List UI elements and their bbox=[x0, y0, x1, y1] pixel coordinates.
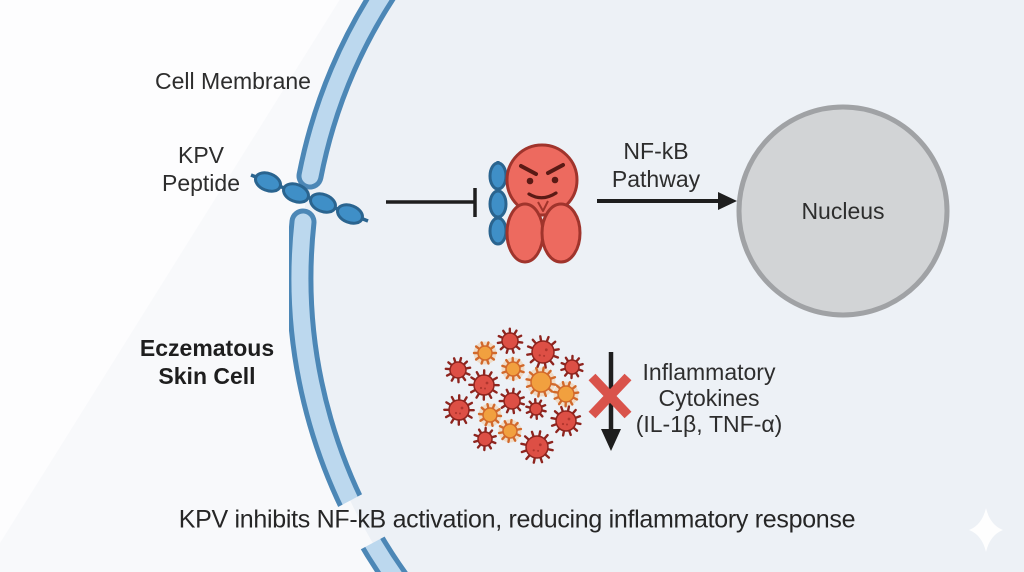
cell-membrane-label: Cell Membrane bbox=[155, 67, 311, 95]
cytokine-particle bbox=[525, 366, 557, 398]
diagram-caption: KPV inhibits NF-kB activation, reducing … bbox=[178, 505, 856, 534]
cell-type-label: Eczematous Skin Cell bbox=[140, 334, 274, 390]
blocked-arrow-head bbox=[601, 429, 621, 451]
cytokine-particle bbox=[468, 369, 500, 401]
cell-type-line1: Eczematous bbox=[139, 335, 275, 361]
nfkb-hands-notch bbox=[537, 200, 549, 212]
kpv-peptide-icon bbox=[250, 171, 369, 225]
peptide-bead bbox=[336, 203, 364, 225]
watermark-sparkle bbox=[969, 508, 1003, 552]
cytokine-particle bbox=[525, 398, 547, 420]
cytokine-particle bbox=[473, 426, 497, 452]
peptide-bead bbox=[254, 171, 282, 193]
nfkb-body-right bbox=[540, 202, 582, 264]
nfkb-label-line2: Pathway bbox=[611, 166, 701, 192]
nfkb-eye-right bbox=[551, 176, 559, 184]
nfkb-pathway-label: NF-kB Pathway bbox=[612, 137, 700, 193]
nfkb-protein-icon bbox=[505, 143, 582, 264]
kpv-label-line2: Peptide bbox=[161, 170, 241, 196]
cytokines-line3: (IL-1β, TNF-α) bbox=[635, 411, 783, 437]
blocked-arrow bbox=[588, 352, 632, 451]
nucleus-circle bbox=[736, 104, 950, 318]
nfkb-eyebrow-left bbox=[519, 164, 538, 176]
background-sheen bbox=[0, 0, 340, 544]
nucleus-label: Nucleus bbox=[801, 197, 884, 225]
peptide-bead bbox=[488, 161, 508, 191]
cytokine-particle bbox=[550, 405, 582, 437]
cytokines-label: Inflammatory Cytokines (IL-1β, TNF-α) bbox=[636, 359, 783, 437]
cell-membrane-text: Cell Membrane bbox=[155, 68, 311, 94]
nfkb-eyebrow-right bbox=[546, 163, 565, 175]
membrane-segment-top-fill bbox=[301, 0, 390, 185]
cytokines-line1: Inflammatory bbox=[642, 359, 776, 385]
membrane-segment-bottom-fill bbox=[291, 213, 402, 572]
cell-membrane-arc bbox=[286, 0, 408, 572]
cytokine-particle bbox=[496, 327, 524, 354]
cytokine-particle bbox=[526, 335, 560, 369]
cytokine-particle bbox=[444, 356, 472, 384]
peptide-bead bbox=[488, 189, 508, 219]
cross-stroke bbox=[588, 373, 632, 419]
nfkb-body-left bbox=[505, 202, 545, 264]
kpv-peptide-label: KPV Peptide bbox=[162, 141, 240, 197]
nfkb-label-line1: NF-kB bbox=[623, 138, 689, 164]
nucleus-text: Nucleus bbox=[801, 198, 885, 224]
bound-peptide-icon bbox=[488, 161, 508, 246]
cytokine-particle bbox=[520, 430, 554, 464]
cytokine-particle bbox=[498, 387, 525, 415]
cytokine-particle bbox=[497, 418, 523, 444]
cytokine-particle bbox=[552, 380, 580, 408]
peptide-bead bbox=[282, 182, 310, 204]
pathway-arrow-head bbox=[718, 192, 737, 210]
cytokine-particle bbox=[472, 341, 498, 365]
nfkb-head bbox=[505, 143, 579, 217]
cytokines-line2: Cytokines bbox=[658, 385, 760, 411]
cell-type-line2: Skin Cell bbox=[158, 363, 256, 389]
peptide-bead bbox=[488, 216, 508, 246]
inhibition-tee bbox=[386, 188, 477, 217]
pathway-arrow bbox=[597, 192, 737, 210]
cytokine-particle bbox=[443, 394, 475, 426]
nfkb-frown-mouth bbox=[527, 191, 558, 200]
peptide-bead bbox=[309, 192, 337, 214]
cytokine-particle bbox=[477, 403, 503, 427]
kpv-label-line1: KPV bbox=[177, 142, 225, 168]
cytokine-cluster bbox=[443, 327, 584, 464]
cytokine-particle bbox=[501, 356, 525, 382]
nfkb-eye-left bbox=[526, 177, 534, 185]
cytokine-particle bbox=[560, 354, 584, 380]
